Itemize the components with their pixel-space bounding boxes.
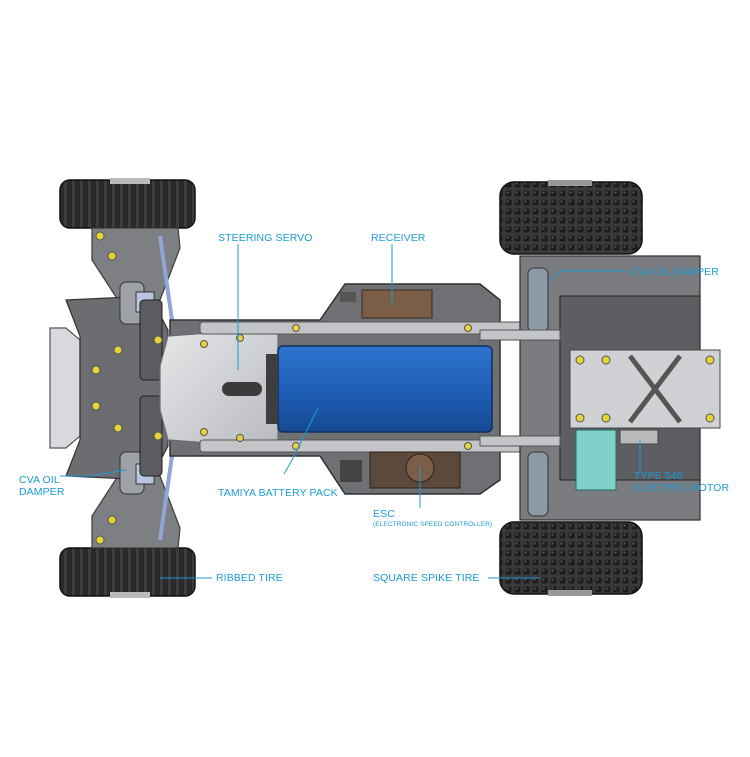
leader-lines [60,244,641,579]
ribbed-tire-label: RIBBED TIRE [216,572,283,584]
chassis-screws [200,324,472,450]
front-left-ribbed-tire [59,178,196,229]
leader-rear-damper [549,270,626,282]
front-right-ribbed-tire [59,547,196,598]
cva-oil-damper-front-label-line2: DAMPER [19,486,65,498]
battery-pack [266,345,493,433]
rear-gearbox [479,255,721,521]
square-spike-tire-label: SQUARE SPIKE TIRE [373,572,480,584]
rear-left-spike-tire [499,180,643,255]
leader-battery [283,407,319,475]
receiver [340,289,433,319]
cva-oil-damper-front-label-line1: CVA OIL [19,474,60,486]
esc-full-label: (ELECTRONIC SPEED CONTROLLER) [373,521,493,528]
type-540-label-line2: ELECTRIC MOTOR [634,482,730,494]
leader-front-damper [60,469,127,477]
tamiya-battery-pack-label: TAMIYA BATTERY PACK [218,487,338,499]
rear-right-spike-tire [499,521,643,596]
cva-oil-damper-rear-label: CVA OIL DAMPER [630,266,719,278]
steering-servo-label: STEERING SERVO [218,232,313,244]
receiver-label: RECEIVER [371,232,426,244]
esc-label: ESC [373,508,395,520]
type-540-label-line1: TYPE 540 [634,470,683,482]
front-suspension [49,227,181,549]
